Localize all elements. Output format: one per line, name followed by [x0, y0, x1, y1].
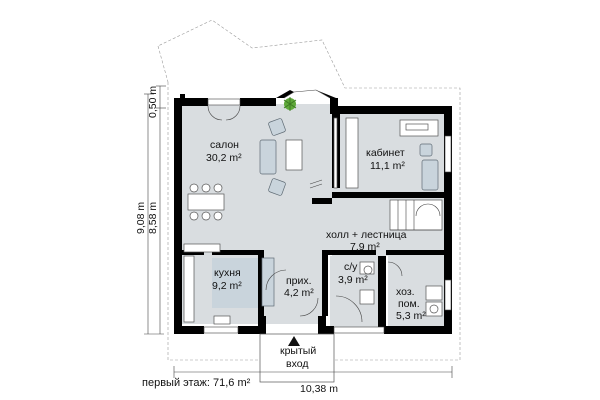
- plant-icon: [283, 97, 297, 111]
- wc-name: с/у: [344, 261, 358, 273]
- floor-summary: первый этаж: 71,6 m²: [142, 377, 251, 389]
- kitchen-name: кухня: [214, 267, 241, 279]
- kitchen-area: 9,2 m²: [212, 280, 242, 292]
- office-area: 11,1 m²: [370, 160, 405, 172]
- covered-entrance: [259, 333, 335, 383]
- inner-height-label: 8,58 m: [147, 202, 159, 234]
- dimension-lines: [144, 85, 453, 378]
- top-offset-label: 0,50 m: [147, 86, 159, 118]
- windows: [203, 89, 452, 334]
- entry-area: 4,2 m²: [284, 287, 314, 299]
- entry-name: прих.: [286, 275, 312, 287]
- fixtures: [265, 261, 443, 323]
- utility-name-2: пом.: [398, 298, 420, 310]
- width-label: 10,38 m: [300, 383, 338, 395]
- salon-furniture: [187, 105, 359, 221]
- entry-arrow-icon: [288, 336, 300, 346]
- office-furniture: [399, 119, 439, 191]
- salon-area: 30,2 m²: [206, 152, 242, 164]
- kitchen-furniture: [183, 243, 275, 325]
- wc-area: 3,9 m²: [338, 274, 368, 286]
- hall-name: холл + лестница: [326, 229, 407, 241]
- entrance-line2: вход: [286, 358, 308, 370]
- hall-area: 7,9 m²: [350, 241, 380, 253]
- overall-height-label: 9,08 m: [135, 202, 147, 234]
- stair: [389, 199, 443, 231]
- office-name: кабинет: [366, 147, 405, 159]
- walls: [174, 90, 452, 334]
- salon-name: салон: [210, 139, 239, 151]
- entrance-line1: крытый: [280, 345, 316, 357]
- utility-area: 5,3 m²: [396, 310, 426, 322]
- utility-name-1: хоз.: [396, 286, 415, 298]
